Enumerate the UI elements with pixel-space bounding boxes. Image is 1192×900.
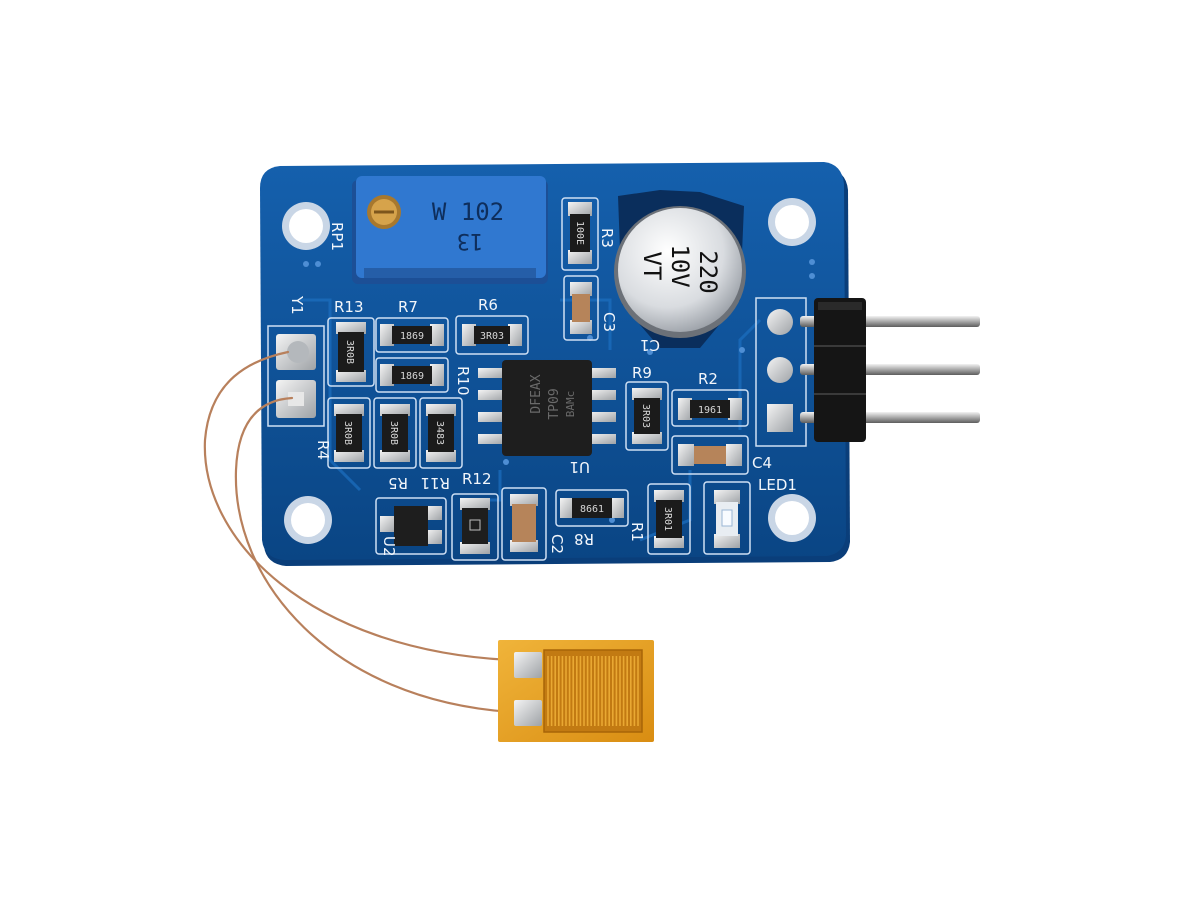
amplifier-ic-u1: DFEAX TP09 BAMc (478, 360, 616, 456)
label-rp1: RP1 (328, 222, 346, 251)
led1 (703, 481, 751, 555)
resistor-r2: 1961 (671, 389, 749, 427)
r5-marking: 3R0B (388, 421, 399, 445)
gauge-lead-wires (203, 350, 514, 714)
cap-marking-line3: VT (638, 252, 666, 281)
r2-marking: 1961 (698, 405, 722, 416)
label-c4: C4 (752, 454, 772, 472)
resistor-r3: 100E (561, 197, 599, 271)
label-r7: R7 (398, 298, 418, 316)
cap-marking-line2: 10V (666, 244, 694, 287)
label-r5: R5 (388, 474, 408, 492)
resistor-r1: 3R01 (647, 483, 691, 555)
electrolytic-capacitor-c1: 220 10V VT (614, 190, 746, 348)
resistor-r5: 3R0B (373, 397, 417, 469)
label-y1: Y1 (288, 295, 306, 315)
pin-header (755, 297, 980, 447)
label-r8: R8 (574, 530, 594, 548)
capacitor-c2 (501, 487, 547, 561)
ic-marking-line2: TP09 (547, 388, 562, 419)
label-r4: R4 (314, 440, 332, 460)
r1-marking: 3R01 (662, 507, 673, 531)
capacitor-c4 (671, 435, 749, 475)
label-r10: R10 (454, 366, 472, 396)
r7-marking: 1869 (400, 331, 424, 342)
resistor-r7: 1869 (375, 317, 449, 353)
label-led1: LED1 (758, 476, 797, 494)
pot-marking-line1: W 102 (432, 198, 504, 226)
r13-marking: 3R0B (344, 340, 355, 364)
ic-marking-line3: BAMc (564, 391, 577, 418)
potentiometer-rp1: W 102 13 (352, 176, 548, 284)
resistor-r10: 1869 (375, 357, 449, 393)
transistor-u2 (375, 497, 447, 555)
strain-gauge (498, 640, 654, 742)
resistor-r4: 3R0B (327, 397, 371, 469)
r8-marking: 8661 (580, 504, 604, 515)
strain-input-pads-y1 (267, 325, 325, 427)
label-r1: R1 (628, 522, 646, 542)
r9-marking: 3R03 (640, 404, 651, 428)
label-r3: R3 (598, 228, 616, 248)
resistor-r6: 3R03 (455, 315, 529, 355)
label-r9: R9 (632, 364, 652, 382)
label-c2: C2 (548, 534, 566, 554)
ic-marking-line1: DFEAX (529, 374, 544, 413)
cap-marking-line1: 220 (694, 250, 722, 293)
resistor-r9: 3R03 (625, 381, 669, 451)
label-u2: U2 (380, 536, 398, 557)
r11-marking: 3483 (434, 421, 445, 445)
pot-marking-line2: 13 (457, 228, 484, 253)
component-r12 (451, 493, 499, 561)
capacitor-c3 (563, 275, 599, 341)
label-r13: R13 (334, 298, 364, 316)
label-c3: C3 (600, 312, 618, 332)
resistor-r8: 8661 (555, 489, 629, 527)
label-c1: C1 (640, 336, 660, 354)
r10-marking: 1869 (400, 371, 424, 382)
resistor-r13: 3R0B (327, 317, 375, 387)
mounting-holes (282, 198, 816, 544)
label-r6: R6 (478, 296, 498, 314)
label-r11: R11 (420, 474, 450, 492)
r3-marking: 100E (574, 221, 585, 245)
label-r2: R2 (698, 370, 718, 388)
label-r12: R12 (462, 470, 492, 488)
label-u1: U1 (569, 458, 590, 476)
r6-marking: 3R03 (480, 331, 504, 342)
r4-marking: 3R0B (342, 421, 353, 445)
resistor-r11: 3483 (419, 397, 463, 469)
